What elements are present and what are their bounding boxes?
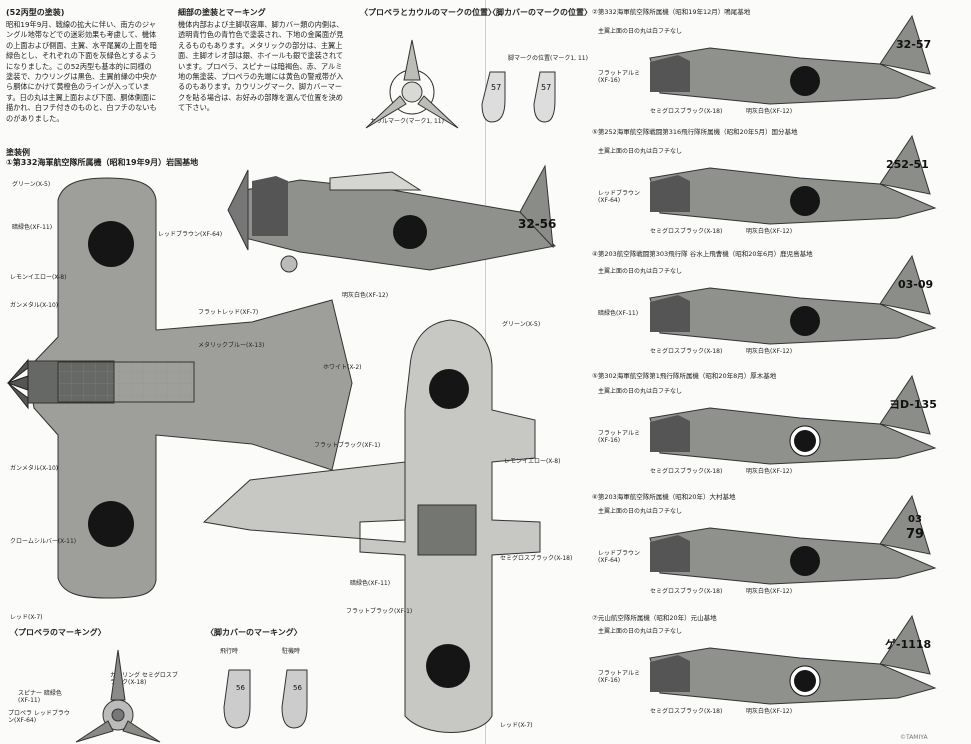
- profile-left-6: レッドブラウン(XF-64): [598, 550, 641, 564]
- profile-title-2: ②第332海軍航空隊所属機（昭和19年12月）鳴尾基地: [592, 8, 751, 16]
- label-metallic-blue: メタリックブルー(X-13): [198, 342, 265, 349]
- profile-bottom-6: 明灰白色(XF-12): [746, 588, 793, 595]
- prop-marking-diagram: [75, 649, 161, 743]
- profile-left-3: レッドブラウン(XF-64): [598, 190, 641, 204]
- label-lemon: レモンイエロー(X-8): [10, 274, 67, 281]
- profile-note-6: 主翼上面の日の丸は白フチなし: [598, 508, 683, 515]
- label-red-brown-main: レッドブラウン(XF-64): [158, 231, 223, 238]
- profile-bottom-5: 明灰白色(XF-12): [746, 468, 793, 475]
- profile-semi-7: セミグロスブラック(X-18): [650, 708, 723, 715]
- profile-bottom-2: 明灰白色(XF-12): [746, 108, 793, 115]
- profile-left-2: フラットアルミ(XF-16): [598, 70, 640, 84]
- profile-stack: 32-57 252-51 03-09 ヨD-135 03 79 ゲ-1118: [649, 14, 937, 705]
- detail-heading: 細部の塗装とマーキング: [178, 8, 266, 17]
- leg-mark-note: 脚マークの位置(マーク1, 11): [508, 55, 588, 62]
- top-view-plane: [6, 177, 353, 599]
- profile-bottom-3: 明灰白色(XF-12): [746, 228, 793, 235]
- profile-left-4: 暗緑色(XF-11): [598, 310, 639, 317]
- leg-flight-label: 飛行時: [220, 648, 239, 655]
- svg-text:57: 57: [541, 83, 551, 92]
- profile-title-5: ⑤第302海軍航空隊第1飛行隊所属機（昭和20年8月）厚木基地: [592, 372, 777, 380]
- profile-note-7: 主翼上面の日の丸は白フチなし: [598, 628, 683, 635]
- svg-text:57: 57: [491, 83, 501, 92]
- svg-text:32-57: 32-57: [896, 38, 931, 51]
- leg-marking-heading: 〈脚カバーのマーキング〉: [206, 628, 302, 637]
- label-flat-black: フラットブラック(XF-1): [314, 442, 381, 449]
- leg-cover-position-diagrams: 57 57: [481, 71, 556, 123]
- label-chrome: クロームシルバー(X-11): [10, 538, 77, 545]
- profile-title-4: ④第203航空隊戦闘第303飛行隊 谷水上飛曹機（昭和20年6月）鹿児島基地: [592, 250, 813, 258]
- svg-text:79: 79: [906, 527, 924, 542]
- svg-text:03-09: 03-09: [898, 278, 933, 291]
- label-white: ホワイト(X-2): [323, 364, 362, 371]
- intro-paragraph: 昭和19年9月、戦線の拡大に伴い、南方のジャングル地帯などでの迷彩効果も考慮して…: [6, 20, 157, 123]
- label-gunmetal-lower: ガンメタル(X-10): [10, 465, 59, 472]
- svg-text:03: 03: [908, 514, 922, 525]
- intro-heading: (52丙型の塗装): [6, 8, 65, 17]
- svg-text:56: 56: [236, 684, 245, 692]
- main-tail-number: 32-56: [518, 217, 556, 231]
- detail-paragraph: 機体内部および主脚収容庫、脚カバー類の内側は、透明青竹色の青竹色で塗装され、下地…: [178, 20, 344, 113]
- label-flat-black-bottom: フラットブラック(XF-1): [346, 608, 413, 615]
- footer-mark: ©TAMIYA: [900, 734, 928, 741]
- label-lemon-bottom: レモンイエロー(X-8): [504, 458, 561, 465]
- prop-marking-heading: 〈プロペラのマーキング〉: [10, 628, 106, 637]
- leg-cover-heading: 〈脚カバーのマークの位置〉: [488, 8, 592, 17]
- example-1-title: ①第332海軍航空隊所属機（昭和19年9月）岩国基地: [6, 158, 199, 167]
- label-gray-green: 明灰白色(XF-12): [342, 292, 389, 299]
- profile-semi-5: セミグロスブラック(X-18): [650, 468, 723, 475]
- profile-note-5: 主翼上面の日の丸は白フチなし: [598, 388, 683, 395]
- label-green: グリーン(X-5): [12, 181, 51, 188]
- prop-cowl-heading: 〈プロペラとカウルのマークの位置〉: [360, 8, 496, 17]
- profile-note-2: 主翼上面の日の丸は白フチなし: [598, 28, 683, 35]
- label-green-bottom: グリーン(X-5): [502, 321, 541, 328]
- paint-example-heading: 塗装例: [6, 148, 30, 157]
- label-dark-green-left: 暗緑色(XF-11): [12, 224, 53, 231]
- svg-text:ゲ-1118: ゲ-1118: [885, 637, 931, 651]
- profile-bottom-7: 明灰白色(XF-12): [746, 708, 793, 715]
- profile-semi-4: セミグロスブラック(X-18): [650, 348, 723, 355]
- svg-text:ヨD-135: ヨD-135: [889, 398, 937, 411]
- svg-text:56: 56: [293, 684, 302, 692]
- profile-semi-6: セミグロスブラック(X-18): [650, 588, 723, 595]
- label-dark-green-bottom: 暗緑色(XF-11): [350, 580, 391, 587]
- label-red: レッド(X-7): [10, 614, 43, 621]
- main-side-view-plane: 32-56: [227, 164, 556, 273]
- profile-note-4: 主翼上面の日の丸は白フチなし: [598, 268, 683, 275]
- label-red-bottom: レッド(X-7): [500, 722, 533, 729]
- leg-park-label: 駐機時: [282, 648, 301, 655]
- label-flat-red: フラットレッド(XF-7): [198, 309, 259, 316]
- label-gunmetal-upper: ガンメタル(X-10): [10, 302, 59, 309]
- bottom-view-plane: [202, 319, 541, 733]
- prop-cowl-front-diagram: [365, 39, 459, 129]
- label-semigloss-bottom: セミグロスブラック(X-18): [500, 555, 573, 562]
- svg-text:252-51: 252-51: [886, 158, 929, 171]
- prop-color-label: プロペラ レッドブラウン(XF-64): [8, 710, 70, 724]
- spinner-color-label: スピナー 暗緑色(XF-11): [18, 690, 62, 704]
- profile-title-3: ⑤第252海軍航空隊戦闘第316飛行隊所属機（昭和20年5月）国分基地: [592, 128, 798, 136]
- profile-title-7: ⑦元山航空隊所属機（昭和20年）元山基地: [592, 614, 717, 622]
- profile-semi-3: セミグロスブラック(X-18): [650, 228, 723, 235]
- profile-note-3: 主翼上面の日の丸は白フチなし: [598, 148, 683, 155]
- cowl-mark-note: カウルマーク(マーク1, 11): [370, 118, 444, 125]
- cowl-ring-label: カウリング セミグロスブラック(X-18): [110, 672, 178, 686]
- leg-marking-diagram: 56 56: [223, 669, 308, 729]
- profile-title-6: ⑥第203海軍航空隊所属機（昭和20年）大村基地: [592, 493, 736, 501]
- profile-semi-2: セミグロスブラック(X-18): [650, 108, 723, 115]
- profile-left-7: フラットアルミ(XF-16): [598, 670, 640, 684]
- profile-left-5: フラットアルミ(XF-16): [598, 430, 640, 444]
- profile-bottom-4: 明灰白色(XF-12): [746, 348, 793, 355]
